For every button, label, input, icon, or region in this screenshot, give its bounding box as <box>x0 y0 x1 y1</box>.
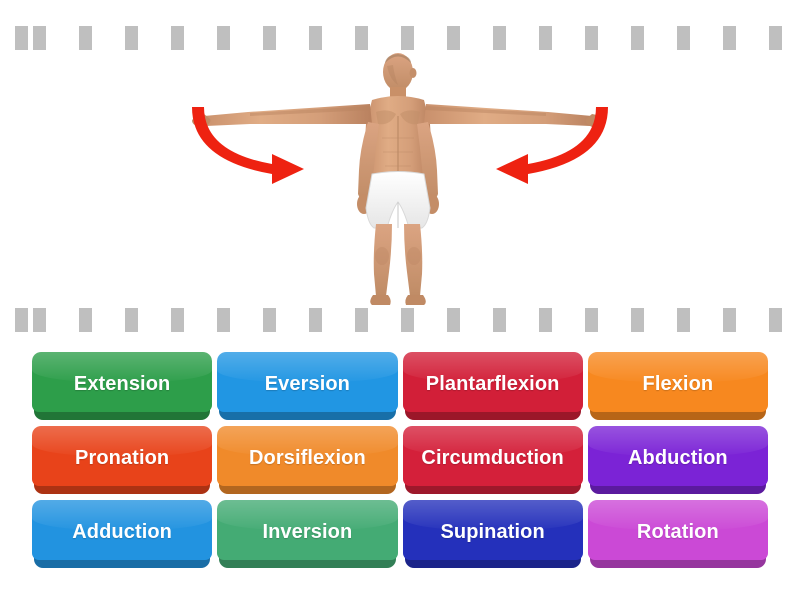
tile-face <box>587 352 768 412</box>
tile-label: Extension <box>73 372 171 395</box>
tile-face <box>402 426 583 486</box>
tile-label: Pronation <box>75 446 170 469</box>
tile-face <box>217 352 398 412</box>
tile-face <box>402 500 583 560</box>
word-tile-circumduction[interactable]: Circumduction <box>402 426 583 494</box>
word-tile-eversion[interactable]: Eversion <box>217 352 398 420</box>
tile-label: Supination <box>440 520 545 543</box>
top-dashed-separator <box>0 26 800 50</box>
tile-row: Extension Eversion Plantarflexion Flexio… <box>32 352 768 420</box>
tile-face <box>32 352 213 412</box>
right-curved-arrow <box>496 107 608 184</box>
word-tile-flexion[interactable]: Flexion <box>587 352 768 420</box>
tile-label: Plantarflexion <box>425 372 560 395</box>
word-tile-plantarflexion[interactable]: Plantarflexion <box>402 352 583 420</box>
tile-label: Circumduction <box>421 446 564 469</box>
tile-label: Dorsiflexion <box>248 446 366 469</box>
tile-label: Inversion <box>262 520 353 543</box>
tile-label: Rotation <box>636 520 719 543</box>
tile-face <box>217 426 398 486</box>
tile-row: Pronation Dorsiflexion Circumduction Abd… <box>32 426 768 494</box>
tile-face <box>587 426 768 486</box>
tile-face <box>402 352 583 412</box>
dash-strip-bottom <box>0 308 800 332</box>
tile-face <box>32 500 213 560</box>
tile-row: Adduction Inversion Supination Rotation <box>32 500 768 568</box>
tile-face <box>217 500 398 560</box>
word-tile-rotation[interactable]: Rotation <box>587 500 768 568</box>
word-tile-inversion[interactable]: Inversion <box>217 500 398 568</box>
word-tile-adduction[interactable]: Adduction <box>32 500 213 568</box>
tile-face <box>587 500 768 560</box>
dash-strip-top <box>0 26 800 50</box>
tile-label: Eversion <box>264 372 351 395</box>
tile-face <box>32 426 213 486</box>
tile-label: Abduction <box>627 446 728 469</box>
word-tile-dorsiflexion[interactable]: Dorsiflexion <box>217 426 398 494</box>
anatomical-figure-adduction-diagram <box>192 53 608 305</box>
word-tile-supination[interactable]: Supination <box>402 500 583 568</box>
word-tile-extension[interactable]: Extension <box>32 352 213 420</box>
word-tile-grid: Extension Eversion Plantarflexion Flexio… <box>32 352 768 568</box>
figure-body <box>192 53 604 305</box>
left-curved-arrow <box>192 107 304 184</box>
word-tile-pronation[interactable]: Pronation <box>32 426 213 494</box>
word-tile-abduction[interactable]: Abduction <box>587 426 768 494</box>
bottom-dashed-separator <box>0 308 800 332</box>
tile-label: Flexion <box>642 372 714 395</box>
illustration-area <box>0 52 800 308</box>
tile-label: Adduction <box>72 520 173 543</box>
